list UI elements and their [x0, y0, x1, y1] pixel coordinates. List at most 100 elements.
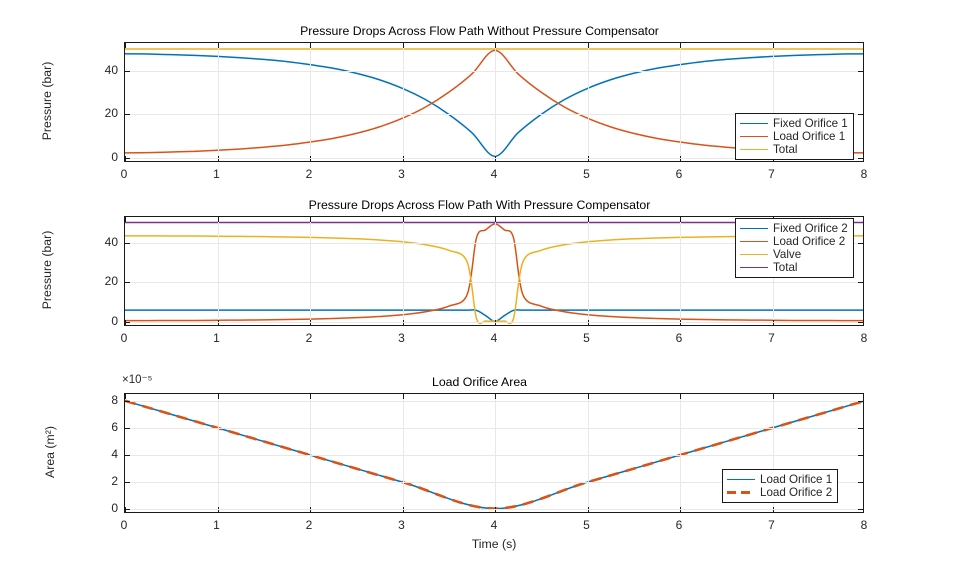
tick-y — [125, 509, 130, 511]
tick-x — [125, 394, 126, 399]
legend-item[interactable]: Valve — [740, 248, 848, 261]
tick-y — [858, 509, 863, 511]
x-tick-label: 6 — [675, 331, 683, 345]
x-tick-label: 0 — [120, 167, 128, 181]
legend-item[interactable]: Load Orifice 1 — [727, 473, 832, 486]
gridline-vertical — [495, 43, 496, 161]
tick-y — [125, 427, 130, 429]
tick-y — [125, 455, 130, 457]
legend-item[interactable]: Load Orifice 2 — [740, 235, 848, 248]
y-tick-label: 6 — [111, 419, 118, 434]
subplot-3-exponent-label: ×10⁻⁵ — [122, 374, 153, 386]
gridline-horizontal — [125, 322, 863, 324]
x-tick-label: 6 — [675, 518, 683, 532]
gridline-vertical — [587, 394, 589, 512]
gridline-vertical — [217, 394, 219, 512]
gridline-vertical — [402, 43, 404, 161]
legend-swatch — [740, 131, 768, 142]
x-tick-label: 7 — [768, 167, 775, 181]
legend-swatch — [740, 118, 768, 129]
x-tick-label: 1 — [213, 331, 220, 345]
legend-swatch — [740, 144, 768, 155]
legend-swatch — [740, 262, 768, 273]
x-tick-label: 8 — [860, 331, 868, 345]
x-tick-label: 0 — [120, 518, 128, 532]
tick-x — [310, 394, 311, 399]
x-tick-label: 0 — [120, 331, 128, 345]
gridline-vertical — [217, 217, 219, 325]
gridline-vertical — [680, 217, 681, 325]
tick-y — [125, 157, 130, 159]
tick-x — [680, 217, 681, 222]
y-tick-label: 2 — [111, 474, 118, 489]
x-tick-label: 6 — [675, 167, 683, 181]
gridline-vertical — [310, 43, 311, 161]
legend-item[interactable]: Total — [740, 143, 848, 156]
x-tick-label: 5 — [583, 518, 590, 532]
subplot-1-ylabel: Pressure (bar) — [40, 61, 54, 141]
gridline-vertical — [402, 217, 404, 325]
x-tick-label: 1 — [213, 518, 220, 532]
gridline-vertical — [310, 394, 311, 512]
gridline-horizontal — [125, 455, 863, 457]
legend-item[interactable]: Load Orifice 1 — [740, 130, 848, 143]
x-tick-label: 3 — [398, 167, 405, 181]
tick-x — [495, 394, 496, 399]
tick-x — [495, 43, 496, 48]
gridline-vertical — [402, 394, 404, 512]
y-tick-label: 40 — [104, 234, 118, 249]
y-tick-label: 8 — [111, 392, 118, 407]
subplot-3-title: Load Orifice Area — [431, 375, 527, 389]
gridline-vertical — [772, 394, 774, 512]
tick-y — [858, 114, 863, 116]
y-tick-label: 0 — [111, 501, 118, 516]
tick-y — [858, 400, 863, 402]
gridline-vertical — [217, 43, 219, 161]
x-tick-label: 8 — [860, 518, 868, 532]
gridline-horizontal — [125, 114, 863, 116]
tick-x — [587, 217, 589, 222]
legend-label: Fixed Orifice 2 — [773, 222, 848, 235]
gridline-vertical — [772, 43, 774, 161]
legend-item[interactable]: Fixed Orifice 1 — [740, 117, 848, 130]
x-tick-label: 4 — [490, 331, 498, 345]
tick-x — [125, 217, 126, 222]
y-tick-label: 4 — [111, 447, 118, 462]
x-tick-label: 7 — [768, 518, 775, 532]
tick-y — [858, 455, 863, 457]
tick-y — [125, 282, 130, 284]
tick-x — [125, 43, 126, 48]
tick-y — [858, 322, 863, 324]
legend-item[interactable]: Total — [740, 261, 848, 274]
gridline-horizontal — [125, 509, 863, 511]
legend-item[interactable]: Fixed Orifice 2 — [740, 222, 848, 235]
subplot-3-ylabel: Area (m²) — [43, 426, 57, 478]
legend-swatch — [727, 474, 755, 485]
tick-x — [587, 43, 589, 48]
subplot-1-axes — [124, 42, 864, 162]
tick-y — [125, 322, 130, 324]
tick-x — [587, 394, 589, 399]
subplot-pressure-with-compensator: Pressure Drops Across Flow Path With Pre… — [0, 190, 959, 365]
legend-swatch — [740, 236, 768, 247]
legend-label: Load Orifice 1 — [773, 130, 846, 143]
tick-x — [772, 43, 774, 48]
y-tick-label: 0 — [111, 314, 118, 329]
tick-x — [402, 394, 404, 399]
legend-label: Valve — [773, 248, 802, 261]
tick-y — [858, 482, 863, 484]
gridline-horizontal — [125, 400, 863, 402]
tick-y — [858, 427, 863, 429]
legend-item[interactable]: Load Orifice 2 — [727, 486, 832, 499]
gridline-vertical — [310, 217, 311, 325]
tick-x — [217, 43, 219, 48]
subplot-2-ylabel: Pressure (bar) — [40, 230, 54, 310]
tick-y — [858, 157, 863, 159]
tick-x — [310, 43, 311, 48]
tick-y — [858, 71, 863, 73]
tick-x — [772, 394, 774, 399]
